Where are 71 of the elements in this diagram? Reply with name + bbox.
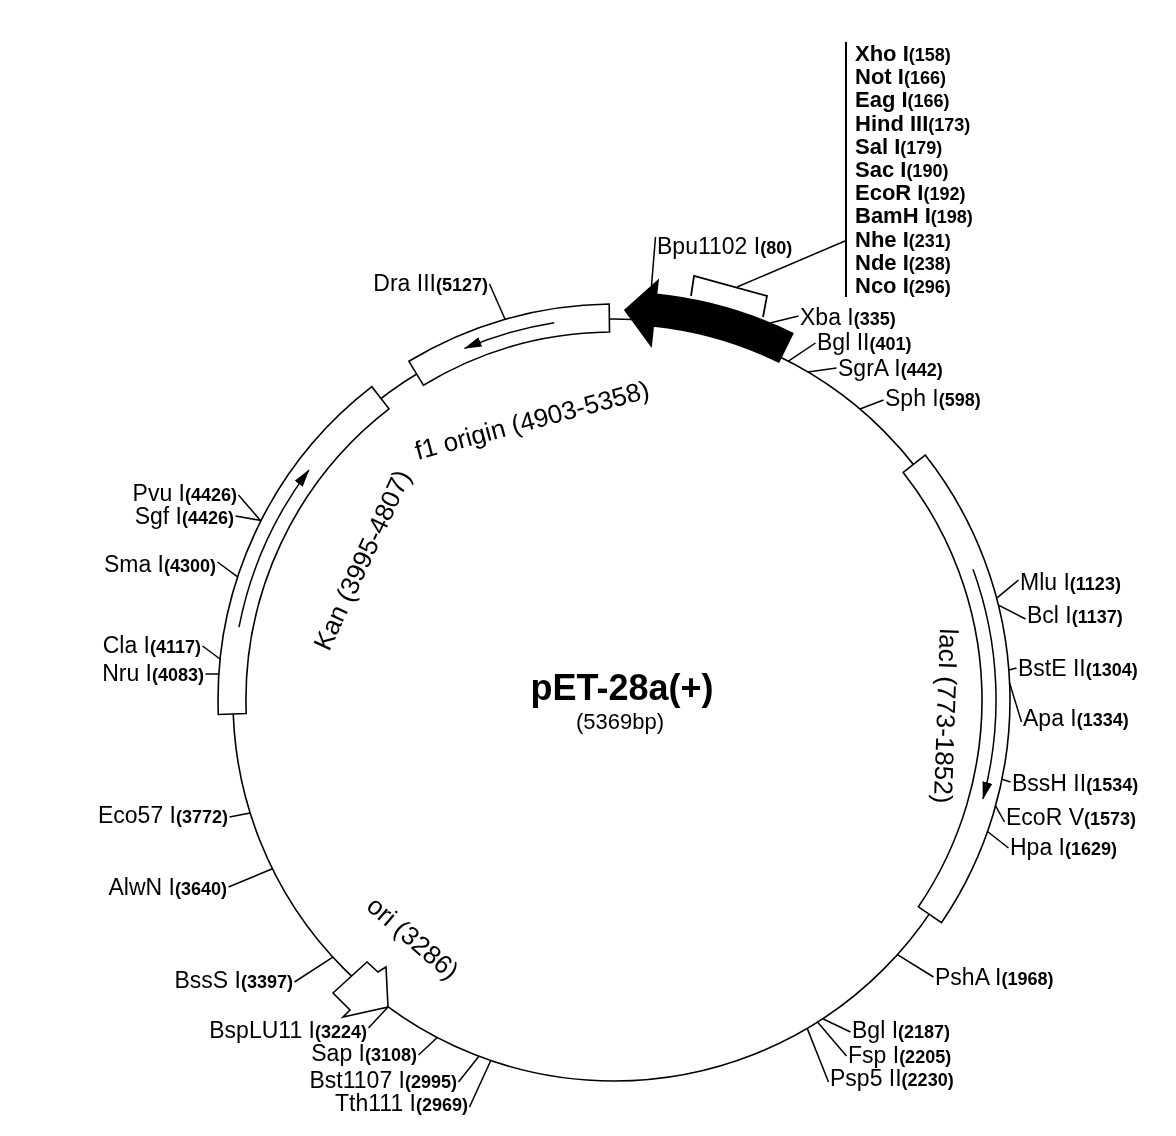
leader-line: [228, 812, 251, 818]
site-label: BspLU11 I(3224): [209, 1018, 367, 1042]
site-label: Sph I(598): [885, 386, 981, 410]
leader-line: [237, 494, 262, 522]
plasmid-size: (5369bp): [575, 710, 665, 734]
leader-line: [806, 1027, 830, 1083]
leader-line: [234, 515, 262, 522]
site-label: EcoR I(192): [855, 181, 966, 205]
site-label: Bgl II(401): [817, 330, 912, 354]
site-label: Nde I(238): [855, 250, 951, 274]
leader-line: [204, 673, 220, 675]
leader-line: [816, 1021, 848, 1057]
site-label: Hpa I(1629): [1010, 835, 1117, 859]
leader-line: [227, 868, 274, 888]
leader-line: [896, 953, 935, 978]
leader-line: [994, 805, 1006, 823]
site-label: Nco I(296): [855, 273, 951, 298]
site-label: Hind III(173): [855, 111, 971, 135]
site-label: BssS I(3397): [174, 968, 293, 992]
site-label: PshA I(1968): [935, 965, 1054, 989]
leader-line: [822, 1017, 852, 1033]
site-label: BssH II(1534): [1012, 771, 1139, 795]
leader-line: [1008, 667, 1018, 671]
site-label: Sgf I(4426): [134, 504, 234, 528]
site-label: Dra III(5127): [373, 271, 488, 295]
site-label: Tth111 I(2969): [335, 1091, 468, 1115]
leader-line: [201, 645, 221, 660]
leader-line: [457, 1055, 480, 1083]
site-label: AlwN I(3640): [108, 875, 227, 899]
leader-line: [488, 283, 506, 321]
site-label: BamH I(198): [855, 204, 973, 228]
site-label: Sal I(179): [855, 134, 943, 158]
site-label: Bpu1102 I(80): [657, 234, 793, 258]
leader-line: [1008, 682, 1023, 723]
leader-line: [859, 399, 885, 410]
leader-line: [997, 604, 1027, 620]
leader-line: [736, 240, 846, 288]
leader-line: [986, 830, 1010, 849]
leader-line: [1001, 778, 1012, 783]
leader-line: [468, 1059, 492, 1108]
site-label: Bgl I(2187): [852, 1018, 951, 1042]
site-label: Sac I(190): [855, 157, 949, 182]
site-label: Nhe I(231): [855, 227, 951, 251]
leader-line: [769, 315, 800, 324]
site-label: Sma I(4300): [103, 552, 216, 576]
site-label: Bcl I(1137): [1027, 603, 1123, 627]
site-label: Not I(166): [855, 65, 946, 89]
site-label: BstE II(1304): [1018, 656, 1138, 680]
site-label: Eag I(166): [855, 88, 950, 112]
site-label: Sap I(3108): [311, 1041, 417, 1065]
feature-label: lacI (773-1852): [928, 628, 964, 804]
site-label: Eco57 I(3772): [97, 803, 228, 827]
site-label: Xho I(158): [855, 42, 951, 66]
site-label: Xba I(335): [800, 305, 896, 329]
leader-line: [807, 367, 838, 373]
site-label: SgrA I(442): [838, 356, 943, 380]
site-label: Cla I(4117): [102, 633, 201, 657]
site-label: Mlu I(1123): [1020, 570, 1121, 594]
leader-line: [293, 956, 334, 983]
leader-line: [216, 561, 239, 578]
leader-line: [417, 1036, 439, 1056]
plasmid-name: pET-28a(+): [530, 668, 714, 708]
site-label: Apa I(1334): [1023, 706, 1129, 730]
leader-line: [995, 579, 1020, 599]
leader-line: [650, 236, 657, 287]
leader-line: [367, 1006, 389, 1029]
site-label: Nru I(4083): [102, 661, 204, 685]
leader-line: [787, 342, 817, 362]
site-label: Bst1107 I(2995): [309, 1068, 457, 1092]
site-label: EcoR V(1573): [1006, 805, 1136, 829]
site-label: Pvu I(4426): [132, 481, 237, 505]
